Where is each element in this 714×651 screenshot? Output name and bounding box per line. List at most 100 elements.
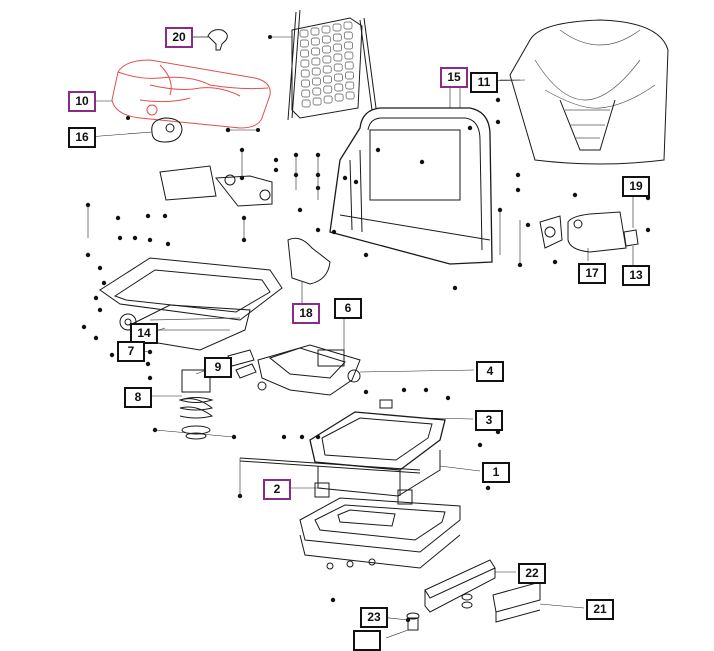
hardware-dot: [162, 213, 168, 219]
hardware-dot: [117, 235, 123, 241]
mesh-cell: [321, 25, 331, 34]
mesh-cell: [345, 91, 355, 100]
mesh-cell: [344, 51, 354, 60]
hardware-dot: [419, 159, 425, 165]
hardware-dot: [81, 324, 87, 330]
mesh-cell: [301, 99, 311, 108]
callout-16[interactable]: 16: [68, 127, 96, 148]
hardware-dot: [477, 442, 483, 448]
left-armrest: [159, 165, 273, 207]
mesh-cell: [310, 37, 320, 46]
hardware-dot: [109, 352, 115, 358]
hardware-dot: [273, 157, 279, 163]
mesh-cell: [334, 93, 344, 102]
mesh-cell: [333, 53, 343, 62]
hardware-dot: [375, 147, 381, 153]
part-19-knob: [207, 29, 228, 51]
hardware-dot: [297, 207, 303, 213]
backrest-cover-11: [509, 19, 669, 165]
callout-6[interactable]: 6: [334, 298, 362, 319]
mesh-cell: [311, 47, 320, 56]
hardware-dot: [363, 389, 369, 395]
callout-13[interactable]: 19: [622, 176, 650, 197]
side-bracket-17: [287, 237, 331, 285]
hardware-dot: [467, 125, 473, 131]
lumbar-mesh: [287, 9, 377, 121]
mesh-cell: [323, 75, 332, 84]
hardware-dot: [132, 235, 138, 241]
mesh-cell: [334, 83, 344, 92]
mesh-cell: [312, 77, 321, 86]
hardware-dot: [165, 241, 171, 247]
hardware-dot: [101, 280, 107, 286]
right-armrest-14: [539, 211, 627, 253]
mesh-cell: [345, 71, 354, 80]
hardware-dot: [93, 335, 99, 341]
callout-17[interactable]: 18: [292, 303, 320, 324]
hardware-dot: [93, 295, 99, 301]
slide-rail-20-21: [406, 559, 541, 631]
mesh-cell: [300, 59, 310, 68]
hardware-dot: [315, 227, 321, 233]
mesh-cell: [312, 87, 322, 96]
callout-22[interactable]: 23: [360, 607, 388, 628]
callout-12[interactable]: 13: [622, 265, 650, 286]
mesh-cell: [301, 79, 310, 88]
mesh-cell: [300, 49, 309, 58]
hardware-dot: [342, 175, 348, 181]
callout-23[interactable]: [353, 630, 381, 651]
hardware-dot: [145, 361, 151, 367]
callout-15[interactable]: 15: [440, 67, 468, 88]
callout-8[interactable]: 8: [124, 387, 152, 408]
mesh-cell: [333, 43, 342, 52]
mesh-cell: [321, 35, 331, 44]
hardware-dot: [485, 485, 491, 491]
hardware-dot: [572, 192, 578, 198]
mesh-cell: [322, 45, 331, 54]
mesh-cell: [301, 89, 311, 98]
leader-line: [359, 369, 475, 373]
hardware-dot: [225, 127, 231, 133]
hardware-dot: [97, 307, 103, 313]
hardware-dot: [147, 237, 153, 243]
mesh-cell: [332, 33, 342, 42]
backrest-frame-15: [329, 107, 493, 265]
callout-11[interactable]: 11: [470, 72, 498, 93]
callout-9[interactable]: 7: [117, 341, 145, 362]
callout-2[interactable]: 2: [263, 479, 291, 500]
hardware-dot: [495, 119, 501, 125]
callout-7[interactable]: 9: [204, 357, 232, 378]
callout-20[interactable]: 21: [586, 599, 614, 620]
leader-line: [419, 417, 474, 420]
callout-21[interactable]: 22: [518, 563, 546, 584]
hardware-dot: [353, 179, 359, 185]
hardware-dot: [525, 222, 531, 228]
hardware-dot: [147, 375, 153, 381]
hardware-dot: [281, 434, 287, 440]
callout-1[interactable]: 1: [482, 462, 510, 483]
seat-pan-frame: [99, 257, 283, 351]
hardware-dot: [299, 434, 305, 440]
seat-cushion-part: [111, 59, 271, 129]
callout-14[interactable]: 17: [578, 263, 606, 284]
hardware-dot: [423, 387, 429, 393]
mesh-cell: [343, 21, 353, 30]
hardware-dot: [145, 213, 151, 219]
leader-line: [87, 131, 153, 138]
callout-3[interactable]: 3: [475, 410, 503, 431]
callout-10[interactable]: 10: [68, 91, 96, 112]
leader-line: [385, 629, 409, 639]
suspension-mechanism-6: [257, 344, 361, 396]
hardware-dot: [363, 252, 369, 258]
hardware-dot: [330, 597, 336, 603]
callout-19[interactable]: 20: [165, 27, 193, 48]
mesh-cell: [299, 39, 309, 48]
mesh-cell: [322, 65, 332, 74]
mesh-cell: [332, 23, 342, 32]
callout-18[interactable]: 14: [130, 323, 158, 344]
mesh-cell: [322, 55, 332, 64]
hardware-dot: [97, 265, 103, 271]
callout-4[interactable]: 4: [476, 361, 504, 382]
